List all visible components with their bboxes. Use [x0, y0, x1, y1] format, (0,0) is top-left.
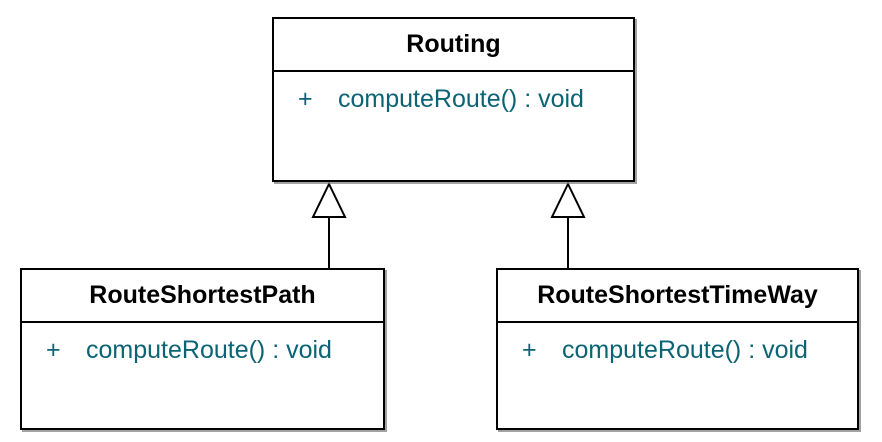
class-header: RouteShortestTimeWay — [498, 270, 857, 323]
member-row: + computeRoute() : void — [298, 85, 625, 114]
class-members: + computeRoute() : void — [22, 323, 383, 428]
generalization-arrow-right — [550, 181, 586, 268]
member-row: + computeRoute() : void — [46, 336, 375, 365]
class-box-route-shortest-time-way: RouteShortestTimeWay + computeRoute() : … — [496, 268, 859, 430]
class-header: Routing — [274, 19, 633, 72]
class-box-route-shortest-path: RouteShortestPath + computeRoute() : voi… — [20, 268, 385, 430]
class-name: Routing — [406, 30, 501, 58]
member-signature: computeRoute() : void — [338, 85, 584, 113]
class-name: RouteShortestTimeWay — [537, 281, 818, 309]
class-members: + computeRoute() : void — [498, 323, 857, 428]
class-name: RouteShortestPath — [89, 281, 316, 309]
member-visibility: + — [298, 85, 313, 113]
member-row: + computeRoute() : void — [522, 336, 849, 365]
member-signature: computeRoute() : void — [562, 336, 808, 364]
member-signature: computeRoute() : void — [86, 336, 332, 364]
member-visibility: + — [46, 336, 61, 364]
member-visibility: + — [522, 336, 537, 364]
class-members: + computeRoute() : void — [274, 72, 633, 180]
generalization-arrow-left — [311, 181, 347, 268]
class-header: RouteShortestPath — [22, 270, 383, 323]
class-box-routing: Routing + computeRoute() : void — [272, 17, 635, 182]
